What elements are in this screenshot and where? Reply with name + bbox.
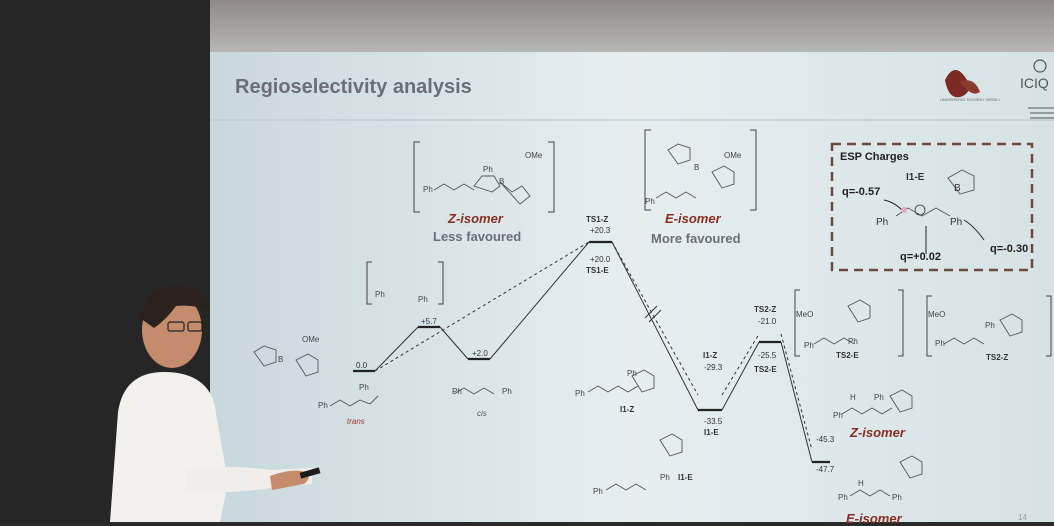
esp-highlight-dot	[901, 207, 907, 213]
zprod-h: H	[850, 393, 856, 402]
ts2e-label: TS2-E	[836, 351, 859, 360]
i1-z-value: -29.3	[704, 363, 723, 372]
ts2-e-value: -25.5	[758, 351, 777, 360]
z-ts-ome: OMe	[525, 151, 543, 160]
slide-title: Regioselectivity analysis	[235, 76, 472, 98]
eprod-h: H	[858, 479, 864, 488]
profile-dashed-path	[374, 241, 813, 451]
ts2z-ph: Ph	[935, 339, 945, 348]
esp-arrows	[883, 199, 985, 254]
prod-z-value: -45.3	[816, 435, 835, 444]
ts1-z-label: TS1-Z	[586, 215, 609, 224]
ts2-e-label: TS2-E	[754, 365, 777, 374]
esp-ph-left: Ph	[876, 217, 889, 228]
zprod-ph-2: Ph	[874, 393, 884, 402]
cis-ph: Ph	[452, 387, 462, 396]
rot-ts-ph: Ph	[375, 290, 385, 299]
trans-ph: Ph	[318, 401, 328, 410]
esp-charge-3: q=-0.30	[990, 243, 1029, 255]
e-ts-b: B	[694, 163, 700, 172]
e-ts-ph: Ph	[645, 197, 655, 206]
esp-charge-2: q=+0.02	[900, 251, 941, 263]
ts2e-ph-2: Ph	[848, 337, 858, 346]
ts1-z-value: +20.3	[590, 226, 611, 235]
energy-profile	[353, 240, 830, 464]
ts2-z-label: TS2-Z	[754, 305, 777, 314]
i1-z-label: I1-Z	[703, 351, 718, 360]
projection-screen	[210, 0, 1054, 522]
eprod-ph: Ph	[838, 493, 848, 502]
ts2z-ph-2: Ph	[985, 321, 995, 330]
ts-brackets	[366, 129, 1052, 357]
z-ts-ph: Ph	[423, 185, 433, 194]
ts1-e-value: +20.0	[590, 255, 611, 264]
ts2z-label: TS2-Z	[986, 353, 1009, 362]
cis-ph-2: Ph	[502, 387, 512, 396]
e-isomer-title: E-isomer	[665, 211, 721, 226]
logo-caption: UNIVERSITAT ROVIRA I VIRGILI	[940, 97, 1000, 102]
i1e-ph-2: Ph	[660, 473, 670, 482]
esp-label: I1-E	[906, 172, 925, 183]
trans-label: trans	[347, 417, 365, 426]
e-isomer-subtitle: More favoured	[651, 231, 741, 246]
eprod-ph-2: Ph	[892, 493, 902, 502]
prod-e-value: -47.7	[816, 465, 835, 474]
i1z-ph: Ph	[575, 389, 585, 398]
rot-ts-ph-2: Ph	[418, 295, 428, 304]
rotation-ts-value: +5.7	[421, 317, 437, 326]
esp-charges-box	[830, 142, 1034, 272]
ts2e-ph: Ph	[804, 341, 814, 350]
page-number: 14	[1018, 513, 1027, 522]
esp-charge-1: q=-0.57	[842, 186, 881, 198]
start-ome: OMe	[302, 335, 320, 344]
i1z-label: I1-Z	[620, 405, 635, 414]
i1e-ph: Ph	[593, 487, 603, 496]
e-ts-ome: OMe	[724, 151, 742, 160]
ts2z-meo: MeO	[928, 310, 946, 319]
i1-e-value: -33.5	[704, 417, 723, 426]
molecule-skeletons	[253, 143, 1023, 497]
cis-label: cis	[477, 409, 487, 418]
esp-title: ESP Charges	[840, 151, 909, 163]
i1-e-label: I1-E	[704, 428, 719, 437]
axis-break-icon	[644, 305, 662, 323]
cis-value: +2.0	[472, 349, 488, 358]
urv-logo-icon	[945, 70, 980, 98]
start-b: B	[278, 355, 284, 364]
trans-ph-2: Ph	[359, 383, 369, 392]
profile-connectors	[374, 241, 813, 463]
ts1-e-label: TS1-E	[586, 266, 609, 275]
z-ts-b: B	[499, 177, 505, 186]
z-isomer-product-label: Z-isomer	[850, 425, 905, 440]
start-value: 0.0	[356, 361, 368, 370]
iciq-logo-icon	[1028, 59, 1054, 119]
screen-top-band	[210, 0, 1054, 52]
zprod-ph: Ph	[833, 411, 843, 420]
presenter	[110, 285, 321, 522]
esp-ph-right: Ph	[950, 217, 963, 228]
ts2e-meo: MeO	[796, 310, 814, 319]
ts2-z-value: -21.0	[758, 317, 777, 326]
z-isomer-title: Z-isomer	[448, 211, 503, 226]
e-isomer-product-label: E-isomer	[846, 511, 902, 526]
iciq-logo-text: ICIQ	[1020, 75, 1049, 91]
z-ts-ph-2: Ph	[483, 165, 493, 174]
z-isomer-subtitle: Less favoured	[433, 229, 522, 244]
esp-b: B	[954, 183, 961, 194]
anion-charge-icon	[914, 204, 926, 216]
i1z-ph-2: Ph	[627, 369, 637, 378]
i1e-label: I1-E	[678, 473, 693, 482]
